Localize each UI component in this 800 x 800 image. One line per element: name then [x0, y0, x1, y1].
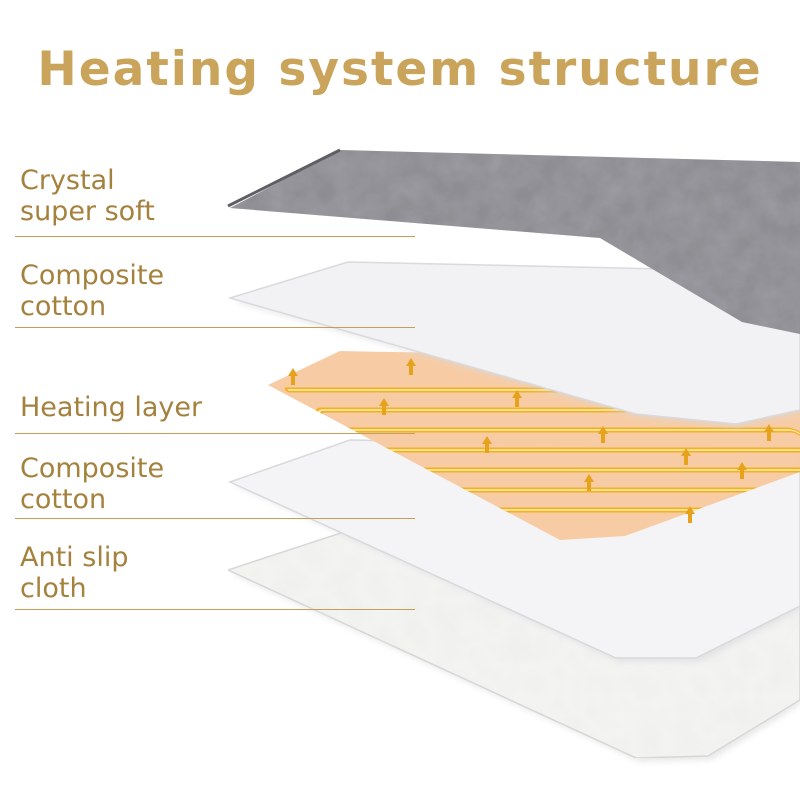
leader-line-crystal-super-soft [15, 236, 415, 237]
label-composite-cotton-bottom: Composite cotton [20, 453, 164, 515]
crystal-super-soft-layer [227, 148, 800, 334]
composite-cotton-top-layer [227, 261, 800, 428]
label-line: Composite [20, 453, 165, 484]
leader-line-composite-cotton-bottom [15, 518, 415, 519]
label-line: Anti slip [20, 542, 129, 573]
label-anti-slip-cloth: Anti slip cloth [20, 542, 128, 604]
label-line: Composite [20, 260, 165, 291]
leader-line-composite-cotton-top [15, 327, 415, 328]
heat-arrow-icons [288, 358, 774, 523]
label-line: cloth [20, 573, 87, 604]
label-line: cotton [20, 484, 107, 515]
leader-line-heating-layer [15, 433, 415, 434]
diagram-title: Heating system structure [37, 42, 763, 97]
label-line: cotton [20, 291, 107, 322]
label-composite-cotton-top: Composite cotton [20, 260, 164, 322]
leader-line-anti-slip-cloth [15, 609, 415, 610]
label-line: Crystal [20, 165, 115, 196]
label-heating-layer: Heating layer [20, 392, 202, 423]
label-line: Heating layer [20, 392, 203, 423]
label-crystal-super-soft: Crystal super soft [20, 165, 155, 227]
label-line: super soft [20, 196, 155, 227]
